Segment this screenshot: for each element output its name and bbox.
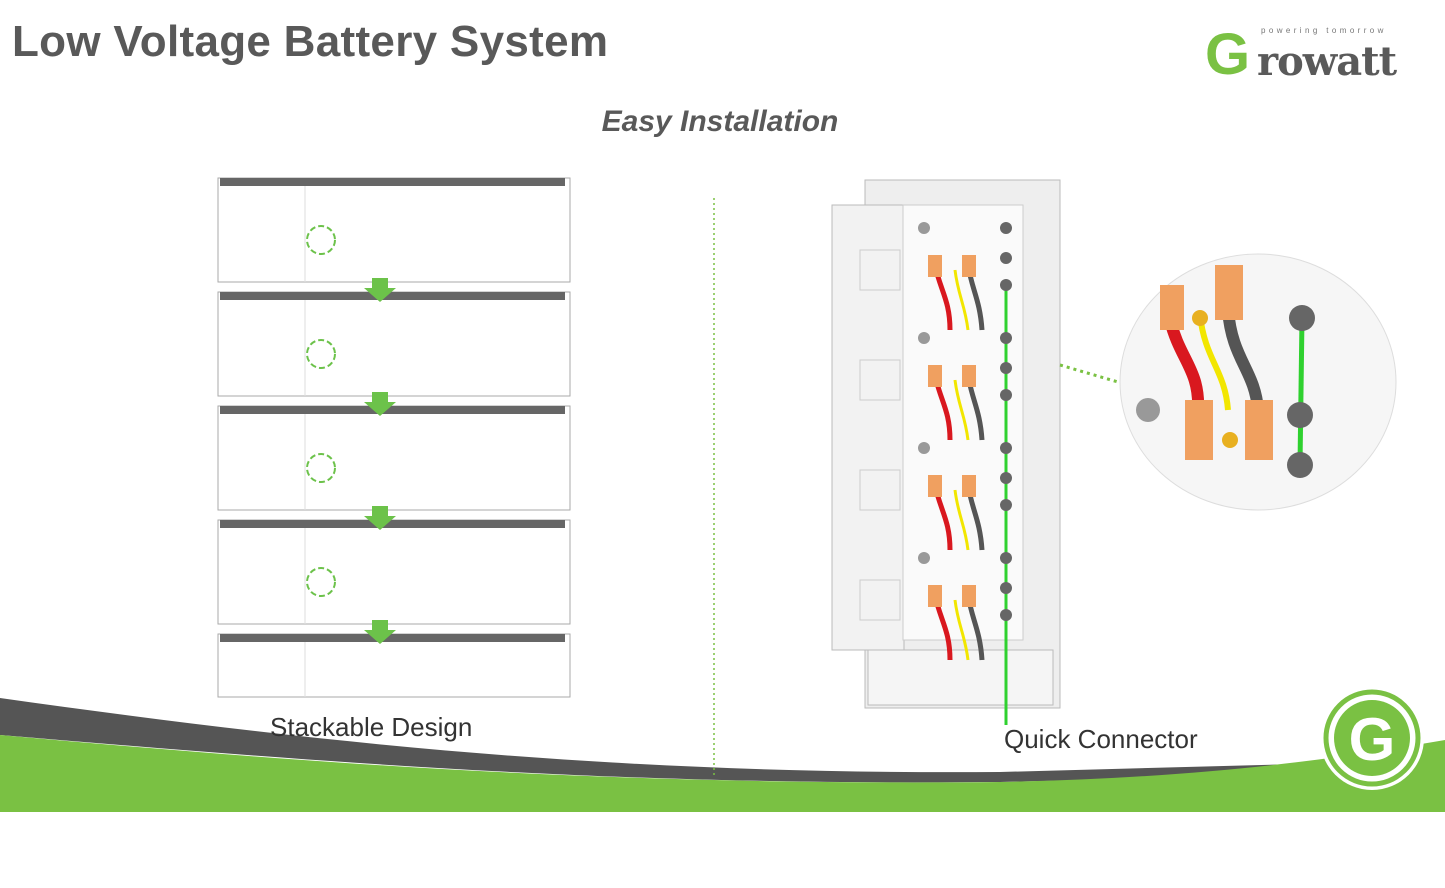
battery-cabinet [831, 179, 1061, 725]
stackable-design-caption: Stackable Design [270, 712, 473, 742]
page-title: Low Voltage Battery System [12, 17, 609, 66]
emblem-letter: G [1349, 706, 1396, 773]
growatt-emblem: G [1320, 686, 1424, 790]
leaf-icon [306, 567, 336, 597]
leaf-icon [306, 225, 336, 255]
battery-module [217, 405, 571, 511]
yellow-cable [953, 269, 970, 331]
power-button-icon [918, 332, 930, 344]
growatt-logo: G powering tomorrow rowatt [1205, 24, 1420, 88]
battery-stack [217, 177, 571, 698]
leaf-icon [306, 453, 336, 483]
bottom-green-band [0, 735, 1445, 812]
logo-tagline: powering tomorrow [1261, 26, 1387, 35]
power-button-icon [918, 552, 930, 564]
down-arrow-icon [364, 278, 396, 302]
connector-zoom-detail [1059, 253, 1397, 511]
bottom-gray-swoosh [0, 698, 1445, 783]
yellow-cable [953, 599, 970, 661]
section-subtitle: Easy Installation [601, 105, 839, 138]
yellow-cable [953, 379, 970, 441]
battery-module [217, 633, 571, 698]
battery-module [217, 291, 571, 397]
quick-connector-caption: Quick Connector [1004, 724, 1198, 754]
yellow-cable [953, 489, 970, 551]
power-button-icon [918, 442, 930, 454]
down-arrow-icon [364, 506, 396, 530]
logo-initial: G [1205, 22, 1251, 87]
down-arrow-icon [364, 620, 396, 644]
battery-module [217, 177, 571, 283]
leaf-icon [306, 339, 336, 369]
power-button-icon [918, 222, 930, 234]
down-arrow-icon [364, 392, 396, 416]
logo-wordmark: rowatt [1257, 38, 1397, 85]
battery-module [217, 519, 571, 625]
